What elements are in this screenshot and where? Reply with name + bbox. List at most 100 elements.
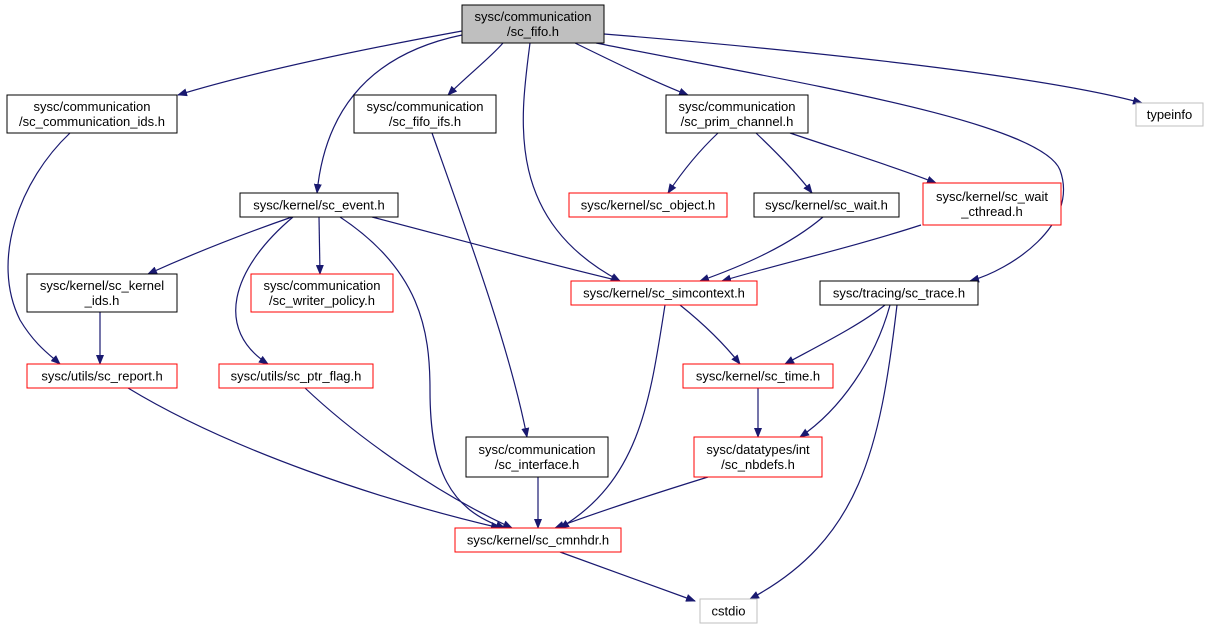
edge-sc_trace-to-sc_nbdefs	[799, 304, 891, 438]
node-sc-prim-channel[interactable]: sysc/communication/sc_prim_channel.h	[665, 94, 809, 134]
node-label-line: /sc_prim_channel.h	[681, 114, 794, 129]
node-sc-communication-ids[interactable]: sysc/communication/sc_communication_ids.…	[6, 94, 178, 134]
node-label-line: sysc/utils/sc_ptr_flag.h	[231, 369, 362, 384]
edge-sc_prim_channel-to-sc_object	[667, 132, 719, 194]
node-sc-ptr-flag[interactable]: sysc/utils/sc_ptr_flag.h	[218, 363, 374, 389]
node-label-line: sysc/tracing/sc_trace.h	[833, 286, 965, 301]
node-box	[218, 363, 374, 389]
node-box	[353, 94, 497, 134]
edge-sc_event-to-sc_simcontext	[371, 216, 621, 283]
node-sc-wait-cthread[interactable]: sysc/kernel/sc_wait_cthread.h	[922, 182, 1062, 226]
node-box	[753, 192, 900, 218]
edge-path	[721, 224, 922, 283]
node-label-line: cstdio	[712, 604, 746, 619]
node-box	[570, 280, 758, 306]
node-label-line: /sc_interface.h	[495, 457, 580, 472]
edge-path	[784, 304, 886, 365]
node-label-line: /sc_writer_policy.h	[269, 293, 375, 308]
node-label-line: /sc_nbdefs.h	[721, 457, 795, 472]
edge-sc_nbdefs-to-sc_cmnhdr	[554, 476, 709, 529]
node-box	[465, 436, 609, 478]
node-sc-report[interactable]: sysc/utils/sc_report.h	[26, 363, 178, 389]
node-label-line: sysc/communication	[678, 99, 795, 114]
node-label-line: sysc/communication	[33, 99, 150, 114]
edge-sc_trace-to-cstdio	[749, 304, 898, 600]
node-sc-trace[interactable]: sysc/tracing/sc_trace.h	[819, 280, 979, 306]
node-typeinfo[interactable]: typeinfo	[1135, 102, 1204, 127]
nodes-layer: sysc/communication/sc_fifo.hsysc/communi…	[6, 4, 1204, 624]
node-box	[461, 4, 605, 44]
node-sc-time[interactable]: sysc/kernel/sc_time.h	[682, 363, 834, 389]
node-sc-writer-policy[interactable]: sysc/communication/sc_writer_policy.h	[250, 273, 394, 313]
node-cstdio[interactable]: cstdio	[699, 598, 758, 624]
edge-path	[235, 216, 294, 365]
node-label-line: sysc/kernel/sc_simcontext.h	[583, 286, 745, 301]
edge-path	[679, 304, 741, 365]
edge-sc_simcontext-to-sc_cmnhdr	[559, 304, 666, 529]
edge-sc_ptr_flag-to-sc_cmnhdr	[304, 387, 513, 529]
node-sc-kernel-ids[interactable]: sysc/kernel/sc_kernel_ids.h	[26, 273, 178, 313]
node-label-line: sysc/kernel/sc_object.h	[581, 198, 715, 213]
node-box	[693, 436, 823, 478]
edge-sc_fifo-to-typeinfo	[603, 33, 1143, 105]
node-box	[454, 527, 622, 553]
edge-path	[755, 132, 813, 194]
edge-path	[304, 387, 513, 529]
edge-sc_fifo-to-sc_fifo_ifs	[447, 42, 504, 96]
edge-path	[603, 33, 1143, 105]
edge-sc_fifo-to-sc_communication_ids	[177, 30, 463, 97]
edge-path	[554, 476, 709, 529]
node-box	[922, 182, 1062, 226]
node-label-line: sysc/kernel/sc_wait	[936, 189, 1048, 204]
node-label-line: _cthread.h	[960, 204, 1022, 219]
edge-path	[177, 30, 463, 97]
node-sc-simcontext[interactable]: sysc/kernel/sc_simcontext.h	[570, 280, 758, 306]
node-sc-fifo-ifs[interactable]: sysc/communication/sc_fifo_ifs.h	[353, 94, 497, 134]
edge-path	[447, 42, 504, 96]
edge-path	[789, 132, 937, 184]
node-label-line: /sc_communication_ids.h	[19, 114, 165, 129]
node-sc-wait[interactable]: sysc/kernel/sc_wait.h	[753, 192, 900, 218]
edge-sc_prim_channel-to-sc_wait_cthread	[789, 132, 937, 184]
edge-path	[559, 551, 696, 602]
edge-path	[574, 42, 689, 96]
node-label-line: sysc/communication	[478, 442, 595, 457]
edge-sc_report-to-sc_cmnhdr	[127, 387, 501, 530]
edge-sc_cmnhdr-to-cstdio	[559, 551, 696, 602]
node-box	[6, 94, 178, 134]
node-sc-nbdefs[interactable]: sysc/datatypes/int/sc_nbdefs.h	[693, 436, 823, 478]
edge-path	[127, 387, 501, 530]
edge-path	[799, 304, 891, 438]
node-sc-interface[interactable]: sysc/communication/sc_interface.h	[465, 436, 609, 478]
edge-sc_fifo-to-sc_prim_channel	[574, 42, 689, 96]
edge-sc_event-to-sc_ptr_flag	[235, 216, 294, 365]
node-label-line: _ids.h	[84, 293, 120, 308]
node-label-line: sysc/utils/sc_report.h	[41, 369, 162, 384]
node-sc-cmnhdr[interactable]: sysc/kernel/sc_cmnhdr.h	[454, 527, 622, 553]
node-label-line: typeinfo	[1147, 107, 1193, 122]
edge-sc_trace-to-sc_time	[784, 304, 886, 365]
node-box	[665, 94, 809, 134]
node-box	[239, 192, 399, 218]
node-label-line: sysc/kernel/sc_time.h	[696, 369, 820, 384]
edge-sc_communication_ids-to-sc_report	[7, 132, 71, 365]
node-box	[819, 280, 979, 306]
node-label-line: /sc_fifo.h	[507, 24, 559, 39]
edges-layer	[7, 30, 1143, 602]
edge-sc_prim_channel-to-sc_wait	[755, 132, 813, 194]
edge-path	[7, 132, 71, 365]
node-sc-event[interactable]: sysc/kernel/sc_event.h	[239, 192, 399, 218]
edge-sc_fifo-to-sc_event	[313, 34, 463, 194]
node-box	[26, 363, 178, 389]
edge-sc_fifo_ifs-to-sc_interface	[431, 132, 530, 438]
edge-sc_simcontext-to-sc_time	[679, 304, 741, 365]
node-box	[682, 363, 834, 389]
node-label-line: sysc/communication	[263, 278, 380, 293]
node-sc-fifo[interactable]: sysc/communication/sc_fifo.h	[461, 4, 605, 44]
edge-sc_event-to-sc_kernel_ids	[147, 216, 293, 275]
node-sc-object[interactable]: sysc/kernel/sc_object.h	[568, 192, 728, 218]
edge-path	[667, 132, 719, 194]
node-label-line: sysc/kernel/sc_event.h	[253, 198, 385, 213]
node-label-line: sysc/datatypes/int	[706, 442, 810, 457]
